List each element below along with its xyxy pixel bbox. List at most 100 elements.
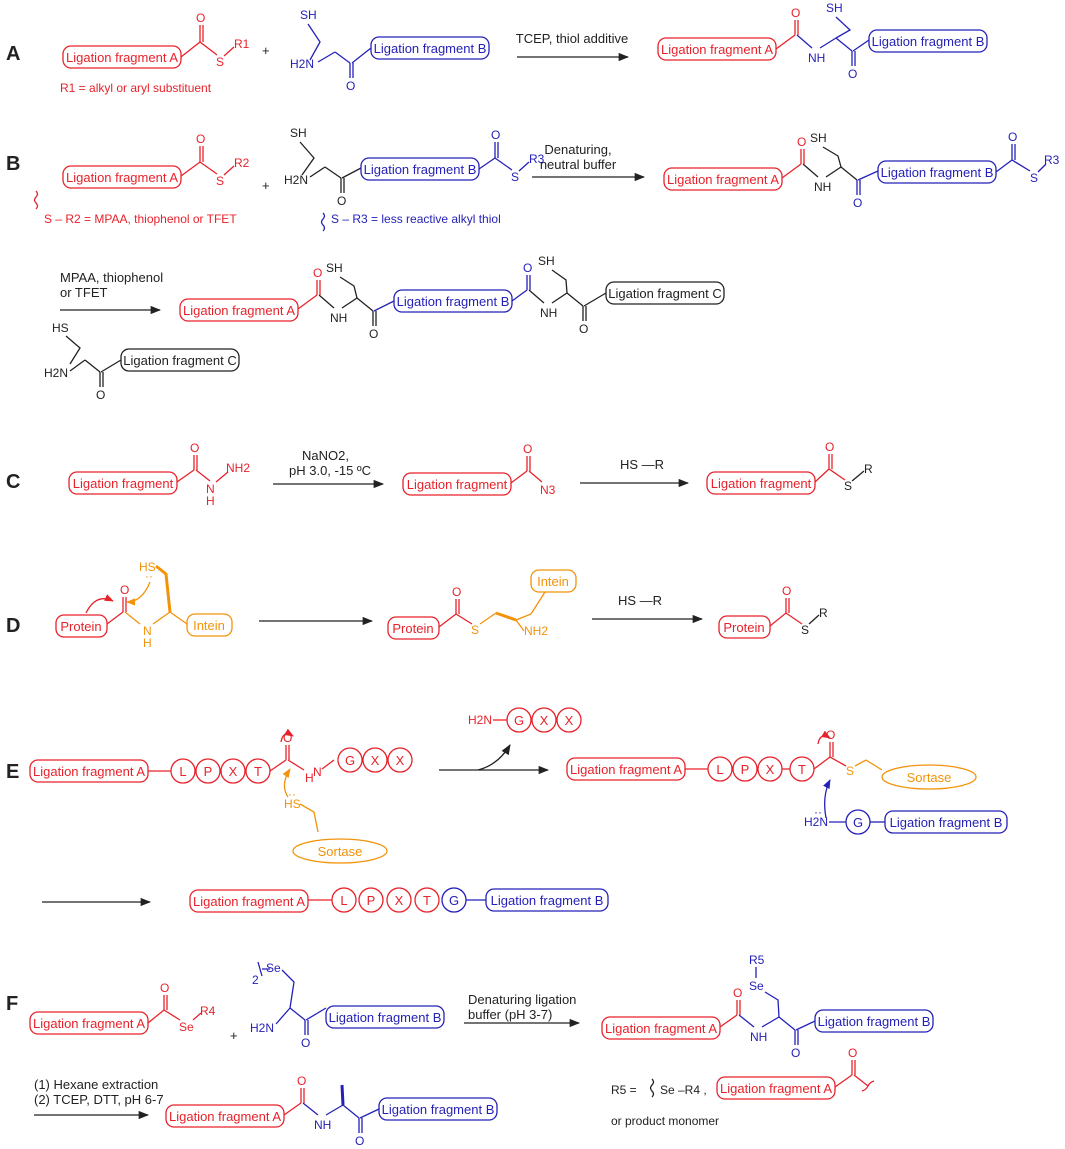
- atom-h2n: H2N: [804, 815, 828, 829]
- atom-r3: R3: [529, 152, 545, 166]
- atom-o: O: [283, 731, 292, 745]
- hydrazide-fragment-box: [68, 471, 178, 495]
- note-r1: R1 = alkyl or aryl substituent: [60, 81, 212, 95]
- atom-sh: SH: [326, 261, 343, 275]
- atom-r2: R2: [234, 156, 250, 170]
- squiggle-bond: [649, 1078, 655, 1098]
- intein-box: [186, 613, 233, 637]
- acyl-fragment-a-label: Ligation fragment A: [570, 762, 682, 777]
- residue-t: [414, 887, 440, 913]
- atom-se: Se: [266, 961, 281, 975]
- product-fragment-a-box: [663, 167, 783, 191]
- residue-g-blue-label: G: [449, 893, 459, 908]
- atom-hs: HS: [139, 560, 156, 574]
- product-fragment-a-label: Ligation fragment A: [193, 894, 305, 909]
- squiggle-bond: [33, 190, 39, 210]
- residue-x: [220, 758, 246, 784]
- atom-sh: SH: [826, 1, 843, 15]
- condition-c-thiol: HS —R: [620, 457, 664, 472]
- atom-h: H: [305, 771, 314, 785]
- electron-arrow: [85, 594, 114, 614]
- panel-c: C Ligation fragment O N H NH2 NaNO2, pH …: [6, 440, 873, 508]
- product-fragment-a-label: Ligation fragment A: [667, 172, 779, 187]
- atom-s: S: [216, 174, 224, 188]
- atom-r4: R4: [200, 1004, 216, 1018]
- fragment-b-label: Ligation fragment B: [364, 162, 477, 177]
- atom-s: S: [846, 764, 854, 778]
- plus-sign: +: [262, 178, 270, 193]
- residue-p: [195, 758, 221, 784]
- atom-o: O: [791, 1046, 800, 1060]
- panel-f: F Ligation fragment A O Se R4 + 2 Se H2N…: [6, 953, 934, 1148]
- residue-x-label: X: [229, 764, 238, 779]
- atom-o: O: [848, 67, 857, 81]
- fragment-a-label: Ligation fragment A: [33, 1016, 145, 1031]
- note-r5-se: Se –R4 ,: [660, 1083, 707, 1097]
- product-fragment-b-box: [868, 29, 988, 53]
- atom-o: O: [355, 1134, 364, 1148]
- atom-nh: NH: [750, 1030, 767, 1044]
- fragment-a-box: [62, 165, 182, 189]
- thioester-bond: [180, 41, 218, 58]
- product-fragment-a-box: [601, 1016, 721, 1040]
- electron-arrow: [280, 728, 294, 743]
- atom-o: O: [346, 79, 355, 93]
- residue-p-label: P: [367, 893, 376, 908]
- fragment-b-box: [884, 810, 1008, 834]
- residue-l-label: L: [716, 762, 723, 777]
- release-arrow: [477, 744, 511, 771]
- squiggle-bond: [320, 212, 326, 232]
- protein-label: Protein: [60, 619, 101, 634]
- residue-p-label: P: [741, 762, 750, 777]
- atom-nh2: NH2: [524, 624, 548, 638]
- atom-o: O: [733, 986, 742, 1000]
- note-monomer: or product monomer: [611, 1114, 719, 1128]
- condition-a: TCEP, thiol additive: [516, 31, 629, 46]
- atom-o: O: [160, 981, 169, 995]
- nucleophile-arrow: [823, 779, 831, 819]
- atom-o: O: [491, 128, 500, 142]
- released-residue-x-label: X: [540, 713, 549, 728]
- atom-sh: SH: [290, 126, 307, 140]
- note-r2: S – R2 = MPAA, thiophenol or TFET: [44, 212, 237, 226]
- panel-label-d: D: [6, 615, 20, 637]
- product-fragment-b-label: Ligation fragment B: [491, 893, 604, 908]
- atom-o: O: [297, 1074, 306, 1088]
- sortase-label: Sortase: [318, 844, 363, 859]
- product-fragment-a-label: Ligation fragment A: [605, 1021, 717, 1036]
- atom-s: S: [471, 623, 479, 637]
- atom-o: O: [96, 388, 105, 402]
- atom-s: S: [1030, 171, 1038, 185]
- residue-g-label: G: [345, 753, 355, 768]
- atom-h: H: [143, 636, 152, 650]
- sortase-ellipse: [292, 838, 388, 864]
- atom-o: O: [579, 322, 588, 336]
- alanine-fragment-a-box: [165, 1104, 285, 1128]
- atom-sh: SH: [300, 8, 317, 22]
- atom-r: R: [819, 606, 828, 620]
- atom-o: O: [337, 194, 346, 208]
- product-fragment-a-box: [189, 889, 309, 913]
- plus-sign: +: [230, 1028, 238, 1043]
- thioester-fragment-label: Ligation fragment: [711, 476, 812, 491]
- residue-l: [170, 758, 196, 784]
- residue-l-label: L: [340, 893, 347, 908]
- residue-x-label: X: [766, 762, 775, 777]
- condition-c-2: pH 3.0, -15 ºC: [289, 463, 371, 478]
- svg-text:··: ··: [814, 805, 822, 819]
- residue-x: [387, 747, 413, 773]
- squiggle-bond: [861, 1080, 875, 1092]
- atom-h: H: [206, 494, 215, 508]
- product-fragment-b-label: Ligation fragment B: [397, 294, 510, 309]
- residue-l: [707, 756, 733, 782]
- atom-nh: NH: [314, 1118, 331, 1132]
- atom-o: O: [791, 6, 800, 20]
- atom-n: N: [206, 482, 215, 496]
- residue-t-label: T: [798, 762, 806, 777]
- intein-label: Intein: [193, 618, 225, 633]
- intein-label: Intein: [537, 574, 569, 589]
- released-residue-x: [556, 707, 582, 733]
- atom-o: O: [1008, 130, 1017, 144]
- atom-s: S: [216, 55, 224, 69]
- atom-h2n: H2N: [290, 57, 314, 71]
